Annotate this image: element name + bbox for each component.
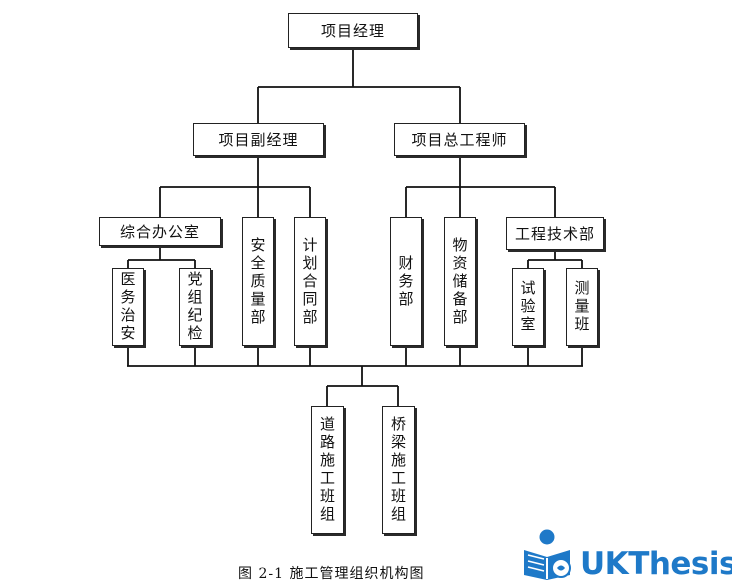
logo-wordmark: UKThesis xyxy=(580,546,732,582)
node-chief-engineer: 项目总工程师 xyxy=(394,123,525,156)
node-project-manager: 项目经理 xyxy=(288,13,418,48)
node-party-discipline: 党组纪检 xyxy=(179,268,211,346)
figure-caption: 图 2-1 施工管理组织机构图 xyxy=(238,566,425,582)
node-safety-quality-dept: 安全质量部 xyxy=(242,217,274,346)
node-materials-reserve-dept: 物资储备部 xyxy=(444,217,476,346)
node-deputy-project-manager: 项目副经理 xyxy=(193,123,324,156)
node-lab: 试验室 xyxy=(512,268,544,346)
node-medical-security: 医务治安 xyxy=(112,268,144,346)
node-planning-contract-dept: 计划合同部 xyxy=(294,217,326,346)
node-engineering-tech-dept: 工程技术部 xyxy=(506,217,604,250)
uk-thesis-logo: UKThesis xyxy=(520,528,732,580)
node-bridge-construction-team: 桥梁施工班组 xyxy=(382,406,415,534)
node-survey-team: 测量班 xyxy=(566,268,598,346)
node-finance-dept: 财务部 xyxy=(390,217,422,346)
book-reader-icon xyxy=(524,529,571,580)
node-road-construction-team: 道路施工班组 xyxy=(311,406,344,534)
node-general-office: 综合办公室 xyxy=(99,217,221,246)
